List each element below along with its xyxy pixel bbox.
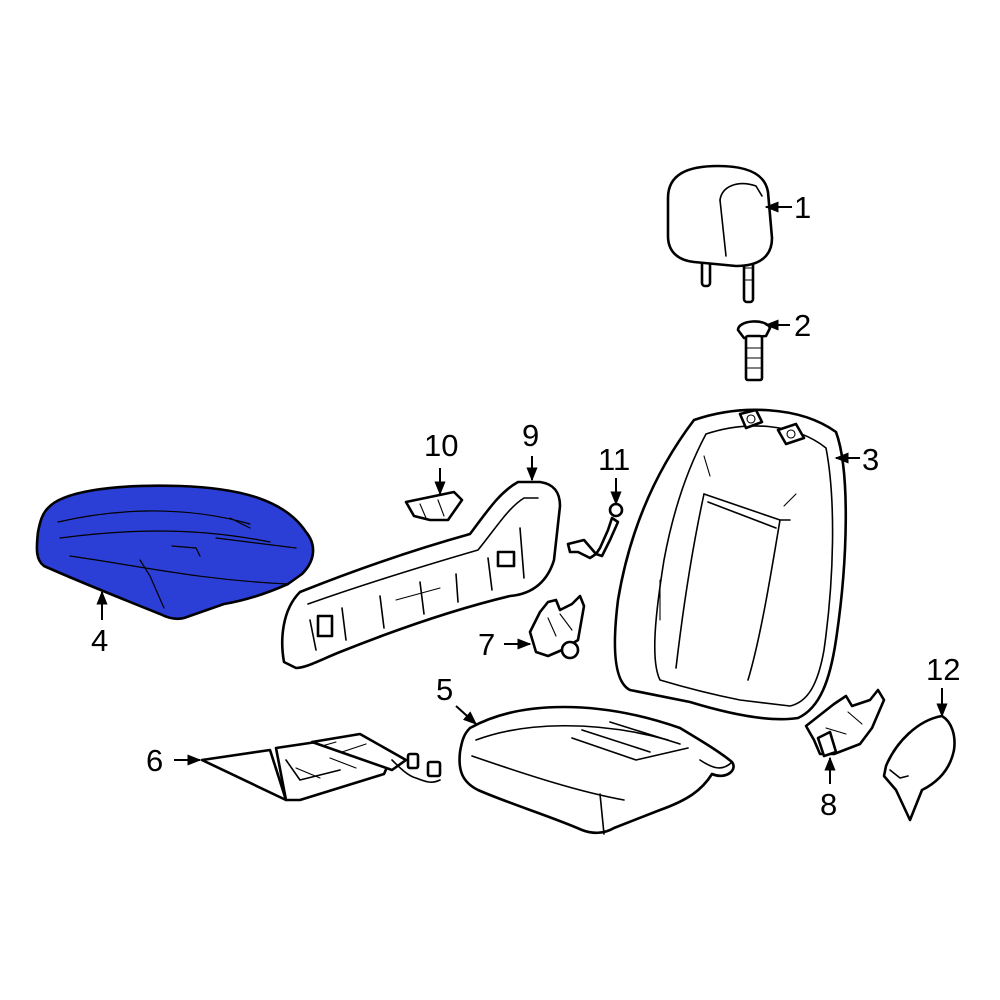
leader-5 bbox=[455, 705, 478, 725]
callout-1[interactable]: 1 bbox=[794, 190, 811, 225]
recliner-bracket-part-7[interactable] bbox=[528, 594, 586, 660]
callout-6[interactable]: 6 bbox=[146, 743, 163, 778]
callout-2[interactable]: 2 bbox=[794, 308, 811, 343]
callout-3[interactable]: 3 bbox=[862, 442, 879, 477]
callout-10[interactable]: 10 bbox=[424, 428, 458, 463]
clip-part-10[interactable] bbox=[404, 490, 464, 522]
headrest-guide-part-2[interactable] bbox=[736, 320, 772, 382]
cable-part-11[interactable] bbox=[566, 502, 624, 560]
callout-4[interactable]: 4 bbox=[91, 623, 108, 658]
callout-5[interactable]: 5 bbox=[436, 672, 453, 707]
callout-9[interactable]: 9 bbox=[522, 418, 539, 453]
seat-cushion-pad-part-4[interactable] bbox=[35, 484, 315, 621]
callout-7[interactable]: 7 bbox=[478, 627, 495, 662]
callout-8[interactable]: 8 bbox=[820, 787, 837, 822]
headrest-part-1[interactable] bbox=[666, 164, 774, 304]
seat-heater-part-6[interactable] bbox=[200, 732, 442, 802]
hinge-bracket-part-8[interactable] bbox=[804, 688, 886, 758]
side-shield-part-12[interactable] bbox=[882, 714, 956, 822]
seat-back-cover-part-3[interactable] bbox=[613, 408, 848, 721]
seat-cushion-cover-part-5[interactable] bbox=[458, 705, 735, 835]
side-panel-part-9[interactable] bbox=[281, 480, 562, 670]
callout-12[interactable]: 12 bbox=[926, 652, 960, 687]
callout-11[interactable]: 11 bbox=[598, 442, 630, 477]
